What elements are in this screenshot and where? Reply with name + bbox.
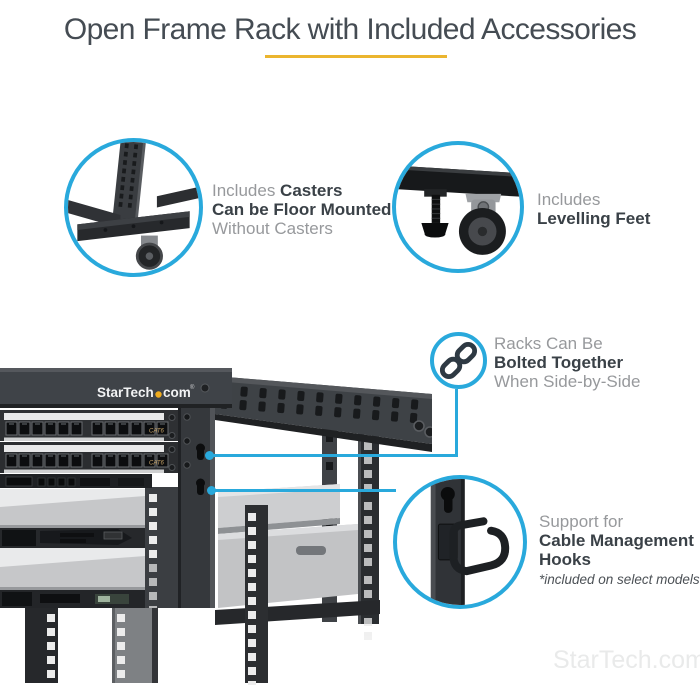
callout-text-line: Cable Management	[539, 531, 700, 550]
callout-text-line: *included on select models	[539, 569, 700, 589]
callout-circle-casters	[64, 138, 203, 277]
callout-text-line: Includes Casters	[212, 181, 391, 200]
cable-hook-photo	[430, 479, 510, 605]
callout-text-segment: Can be Floor Mounted	[212, 200, 392, 219]
callout-text-line: Can be Floor Mounted	[212, 200, 391, 219]
leader-dot-hooks	[207, 486, 216, 495]
callout-circle-cable-hooks	[393, 475, 527, 609]
callout-text-segment: Hooks	[539, 550, 591, 569]
callout-text-segment: *included on select models	[539, 572, 700, 587]
callout-text-line: Racks Can Be	[494, 334, 640, 353]
watermark-logo: StarTech.com	[553, 646, 700, 674]
leader-dot-bolted	[205, 451, 214, 460]
rack-brand-label: StarTech	[97, 385, 154, 400]
brand-dot-icon	[155, 391, 162, 398]
rack-brand-label-suffix: com	[163, 385, 191, 400]
leader-line-hooks-horizontal	[212, 489, 396, 492]
callout-text-line: Support for	[539, 512, 700, 531]
title-accent-underline	[265, 55, 447, 58]
registered-mark: ®	[190, 384, 195, 391]
levelling-foot-photo	[396, 165, 520, 255]
callout-text-segment: Casters	[280, 181, 343, 200]
callout-text-segment: Bolted Together	[494, 353, 624, 372]
callout-text-segment: Without Casters	[212, 219, 333, 238]
leader-line-bolted-horizontal	[210, 454, 458, 457]
callout-text-line: Levelling Feet	[537, 209, 650, 228]
chain-link-icon	[439, 341, 478, 380]
callout-circle-bolted-together	[430, 332, 487, 389]
callout-text-segment: Includes	[537, 190, 601, 209]
callout-text-segment: Includes	[212, 181, 281, 200]
callout-text-line: When Side-by-Side	[494, 372, 640, 391]
callout-text-line: Without Casters	[212, 219, 391, 238]
callout-text-segment: Cable Management	[539, 531, 694, 550]
callout-text-line: Bolted Together	[494, 353, 640, 372]
callout-text-segment: Levelling Feet	[537, 209, 651, 228]
page-title: Open Frame Rack with Included Accessorie…	[63, 13, 637, 46]
callout-text-line: Includes	[537, 190, 650, 209]
patch-panel-label: CAT6	[149, 461, 165, 467]
callout-text-segment: Support for	[539, 512, 624, 531]
callout-text-segment: When Side-by-Side	[494, 372, 641, 391]
patch-panel-label: CAT6	[149, 429, 165, 435]
callout-circle-levelling-feet	[392, 141, 524, 273]
leader-line-bolted-vertical	[455, 389, 458, 457]
open-frame-rack-photo: StarTech com ® CAT6 CAT6	[0, 368, 432, 685]
callout-text-line: Hooks	[539, 550, 700, 569]
caster-corner-photo	[68, 142, 199, 270]
callout-text-segment: Racks Can Be	[494, 334, 603, 353]
